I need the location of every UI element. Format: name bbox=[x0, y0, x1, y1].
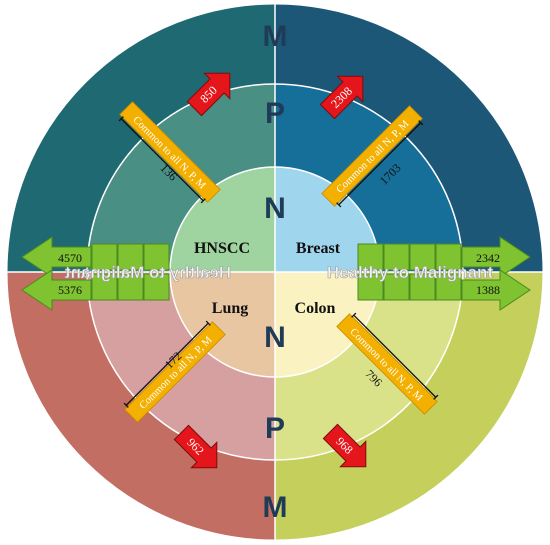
common-bar-sw-bracket-l bbox=[123, 402, 129, 408]
green-square bbox=[143, 273, 170, 301]
direction-text-right: Healthy to Malignant bbox=[327, 263, 494, 282]
common-bar-se-rect bbox=[336, 313, 438, 415]
stage-label-bottom-n: N bbox=[264, 321, 286, 354]
green-square bbox=[117, 243, 144, 271]
common-bar-ne-rect bbox=[321, 105, 423, 207]
stage-label-top-n: N bbox=[264, 192, 286, 225]
green-square bbox=[435, 273, 462, 301]
green-square bbox=[143, 243, 170, 271]
green-arrow-right-top bbox=[461, 236, 531, 278]
red-arrow-nw-shape bbox=[186, 72, 231, 117]
stage-label-top-p: P bbox=[265, 97, 285, 130]
cancer-label-colon: Colon bbox=[295, 300, 336, 317]
green-square bbox=[357, 243, 384, 271]
common-bar-se-bracket bbox=[353, 314, 437, 398]
inner-nw bbox=[169, 166, 275, 272]
red-arrow-sw: 962 bbox=[173, 424, 218, 469]
green-square bbox=[435, 243, 462, 271]
common-bar-nw-bracket-l bbox=[118, 116, 124, 122]
inner-ne bbox=[275, 166, 381, 272]
green-arrow-left-bottom bbox=[21, 269, 92, 311]
red-arrow-se-shape bbox=[322, 423, 367, 468]
red-arrow-ne-shape bbox=[319, 75, 364, 120]
green-arrow-right-bottom bbox=[461, 269, 531, 311]
common-bar-se-bracket-r bbox=[433, 394, 439, 400]
common-bar-ne-bracket bbox=[338, 122, 422, 206]
red-arrow-sw-shape bbox=[173, 424, 218, 469]
direction-text-left: Healthy to Malignant bbox=[65, 263, 232, 282]
stage-label-bottom-m: M bbox=[263, 491, 288, 524]
green-arrow-left-top-count: 4570 bbox=[58, 251, 82, 265]
red-arrow-ne: 2308 bbox=[319, 75, 364, 120]
common-bar-ne-bracket-l bbox=[336, 202, 342, 208]
outer-border bbox=[6, 3, 544, 541]
common-bar-se-bracket-l bbox=[351, 312, 357, 318]
green-square bbox=[383, 273, 410, 301]
red-arrow-nw: 850 bbox=[186, 72, 231, 117]
red-arrow-se: 968 bbox=[322, 423, 367, 468]
common-bar-sw-rect bbox=[124, 321, 226, 423]
green-square bbox=[409, 273, 436, 301]
inner-se bbox=[275, 272, 381, 378]
green-arrow-left-bottom-count: 5376 bbox=[58, 283, 82, 297]
inner-sw bbox=[169, 272, 275, 378]
green-square bbox=[409, 243, 436, 271]
stage-label-bottom-p: P bbox=[265, 412, 285, 445]
common-bar-nw-rect bbox=[119, 101, 221, 203]
green-arrow-right-bottom-count: 1388 bbox=[476, 283, 500, 297]
green-squares-right bbox=[357, 243, 462, 301]
common-bar-ne-bracket-r bbox=[418, 120, 424, 126]
green-squares-left bbox=[91, 243, 170, 301]
common-bar-nw-bracket-r bbox=[200, 198, 206, 204]
common-bar-sw-bracket bbox=[125, 322, 209, 406]
green-arrow-left-top bbox=[21, 236, 92, 278]
green-square bbox=[91, 273, 118, 301]
stage-label-top-m: M bbox=[263, 20, 288, 53]
green-square bbox=[91, 243, 118, 271]
cancer-label-lung: Lung bbox=[212, 300, 248, 317]
common-bar-nw-bracket bbox=[120, 118, 204, 202]
green-square bbox=[117, 273, 144, 301]
green-arrow-right-top-count: 2342 bbox=[476, 251, 500, 265]
common-bar-sw-bracket-r bbox=[205, 320, 211, 326]
cancer-label-breast: Breast bbox=[296, 240, 341, 257]
green-square bbox=[357, 273, 384, 301]
green-square bbox=[383, 243, 410, 271]
cancer-label-hnscc: HNSCC bbox=[194, 240, 250, 257]
inner-circle-n bbox=[169, 166, 381, 378]
